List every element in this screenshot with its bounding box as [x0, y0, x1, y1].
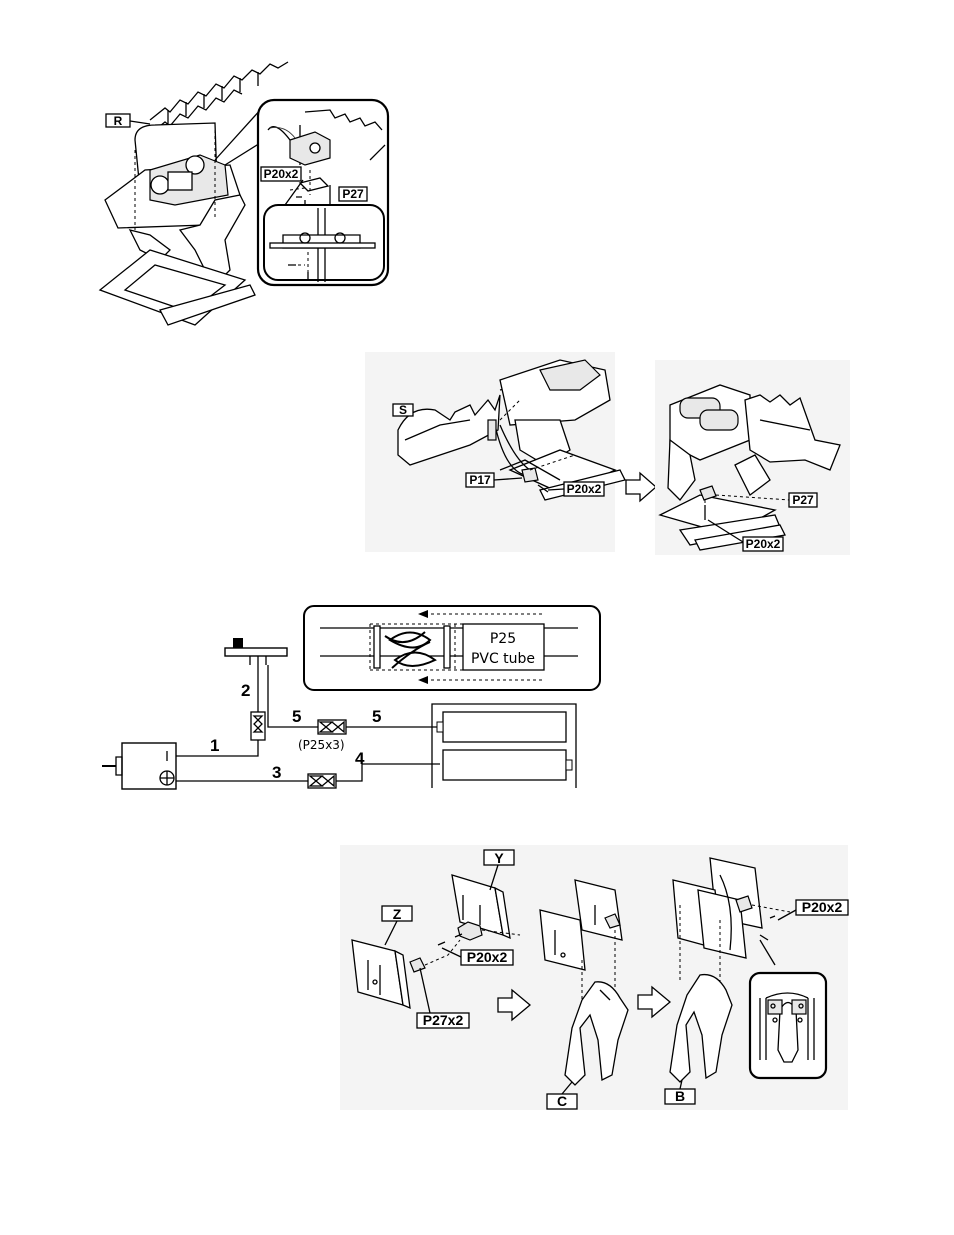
pvc-tube-inset: P25 PVC tube [304, 606, 600, 690]
callout-p20x2-step1: P20x2 [261, 167, 301, 181]
step2-next-arrow [626, 473, 656, 501]
wire-number-2: 2 [241, 681, 250, 700]
svg-text:PVC tube: PVC tube [471, 651, 535, 667]
svg-text:P20x2: P20x2 [467, 949, 508, 965]
part-label-r: R [106, 114, 130, 128]
dc-motor [102, 743, 176, 789]
part-label-s: S [393, 403, 413, 417]
svg-text:P25: P25 [490, 631, 516, 647]
svg-text:P27: P27 [792, 493, 814, 507]
step2-left-illustration [365, 352, 625, 552]
wire-number-3: 3 [272, 763, 281, 782]
step1-zoom-inset [258, 100, 388, 285]
wiring-switch [225, 638, 287, 665]
callout-p20x2-step4-right: P20x2 [796, 899, 848, 915]
connector-note: (P25x3) [298, 738, 345, 752]
callout-p27x2: P27x2 [417, 1012, 469, 1028]
step4-zoom-inset [750, 973, 826, 1078]
svg-text:P20x2: P20x2 [746, 537, 781, 551]
part-label-y: Y [484, 850, 514, 866]
svg-text:P17: P17 [469, 473, 491, 487]
part-label-z: Z [382, 906, 412, 922]
wire-number-4: 4 [355, 749, 365, 768]
callout-p20x2-step4-left: P20x2 [461, 949, 513, 965]
svg-text:R: R [114, 114, 123, 128]
callout-p20x2-step2-right: P20x2 [743, 537, 783, 551]
svg-text:S: S [399, 403, 407, 417]
part-label-b: B [665, 1088, 695, 1104]
svg-text:Z: Z [393, 906, 402, 922]
battery-holder [432, 704, 576, 788]
svg-text:P20x2: P20x2 [802, 899, 843, 915]
wire-number-5b: 5 [372, 707, 381, 726]
wire-number-1: 1 [210, 736, 219, 755]
svg-text:Y: Y [494, 850, 504, 866]
callout-p27-step1: P27 [339, 187, 367, 201]
svg-text:C: C [557, 1093, 567, 1109]
svg-text:P27x2: P27x2 [423, 1012, 464, 1028]
svg-text:P27: P27 [342, 187, 364, 201]
callout-p17: P17 [466, 473, 494, 487]
svg-text:P20x2: P20x2 [264, 167, 299, 181]
callout-p27-step2: P27 [789, 493, 817, 507]
svg-text:B: B [675, 1088, 685, 1104]
part-label-c: C [547, 1093, 577, 1109]
step2-right-illustration [655, 360, 850, 555]
svg-text:P20x2: P20x2 [567, 482, 602, 496]
callout-p20x2-step2-left: P20x2 [564, 482, 604, 496]
wire-number-5a: 5 [292, 707, 301, 726]
